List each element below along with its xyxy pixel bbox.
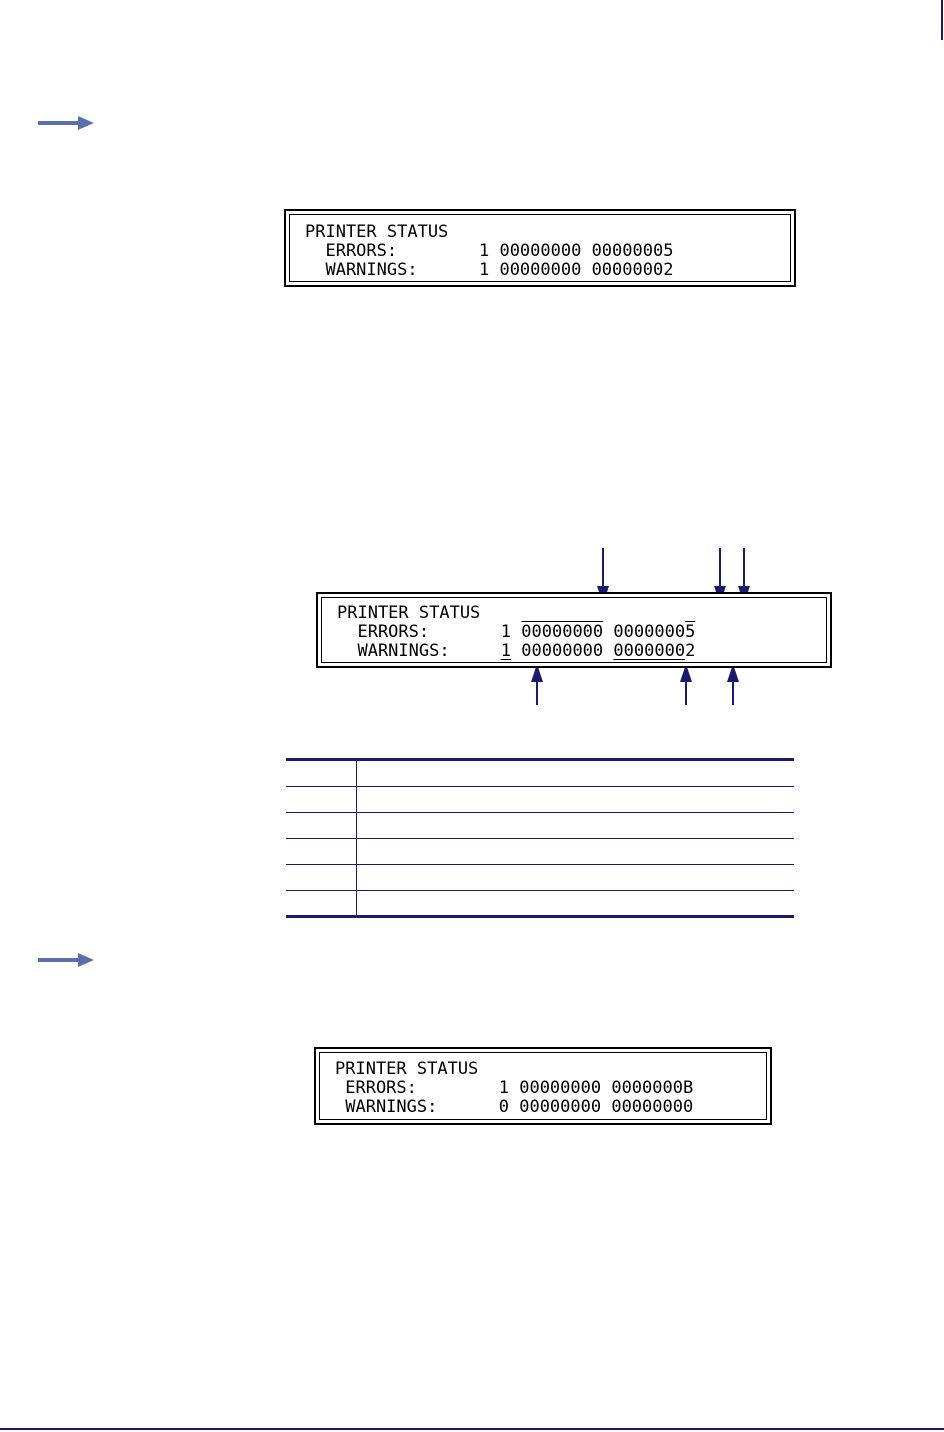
lcd-display-status-1: PRINTER STATUS ERRORS: 1 00000000 000000…	[284, 209, 796, 287]
callout-arrow-up-icon	[680, 664, 692, 682]
warnings-group1: 00000000	[521, 641, 604, 661]
lcd-inner-border: PRINTER STATUS ERRORS: 1 00000000 000000…	[319, 1052, 767, 1120]
errors-group2-head: 0000000	[613, 622, 686, 642]
lcd-title: PRINTER STATUS	[305, 222, 449, 242]
errors-flag: 1	[500, 622, 512, 642]
lcd-inner-border: PRINTER STATUS ERRORS: 1 00000000 000000…	[289, 214, 791, 282]
footer-rule	[0, 1428, 944, 1430]
warnings-flag-highlight: 1	[500, 641, 512, 661]
lcd-text-block: PRINTER STATUS ERRORS: 1 00000000 000000…	[337, 604, 695, 661]
page-edge-marker	[941, 0, 943, 40]
errors-label: ERRORS:	[337, 622, 501, 642]
warnings-line: WARNINGS: 0 00000000 00000000	[335, 1097, 694, 1117]
warnings-group2-head-highlight: 0000000	[613, 641, 686, 661]
table-row	[286, 891, 794, 918]
lcd-text-block: PRINTER STATUS ERRORS: 1 00000000 000000…	[335, 1060, 693, 1117]
table-row	[286, 865, 794, 891]
warnings-label: WARNINGS:	[337, 641, 501, 661]
warnings-group2-tail: 2	[685, 641, 696, 661]
errors-group2-tail: 5	[685, 622, 696, 642]
table-row	[286, 839, 794, 865]
warnings-line: WARNINGS: 1 00000000 00000002	[305, 260, 674, 280]
table-row	[286, 787, 794, 813]
arrow-right-icon	[38, 116, 94, 130]
callout-arrow-up-icon	[531, 664, 543, 682]
table-top-rule	[286, 758, 794, 761]
errors-line: ERRORS: 1 00000000 0000000B	[335, 1078, 694, 1098]
lcd-display-status-annotated: PRINTER STATUS ERRORS: 1 00000000 000000…	[316, 592, 832, 668]
errors-group1-highlight: 00000000	[521, 622, 604, 642]
lcd-title: PRINTER STATUS	[337, 603, 481, 623]
callout-arrow-up-icon	[727, 664, 739, 682]
errors-line: ERRORS: 1 00000000 00000005	[305, 241, 674, 261]
lcd-inner-border: PRINTER STATUS ERRORS: 1 00000000 000000…	[321, 597, 827, 663]
lcd-text-block: PRINTER STATUS ERRORS: 1 00000000 000000…	[305, 223, 673, 280]
arrow-right-icon	[38, 953, 94, 967]
table-row	[286, 761, 794, 787]
bit-definition-table	[286, 758, 794, 918]
lcd-title: PRINTER STATUS	[335, 1059, 479, 1079]
lcd-display-status-3: PRINTER STATUS ERRORS: 1 00000000 000000…	[314, 1047, 772, 1125]
table-row	[286, 813, 794, 839]
